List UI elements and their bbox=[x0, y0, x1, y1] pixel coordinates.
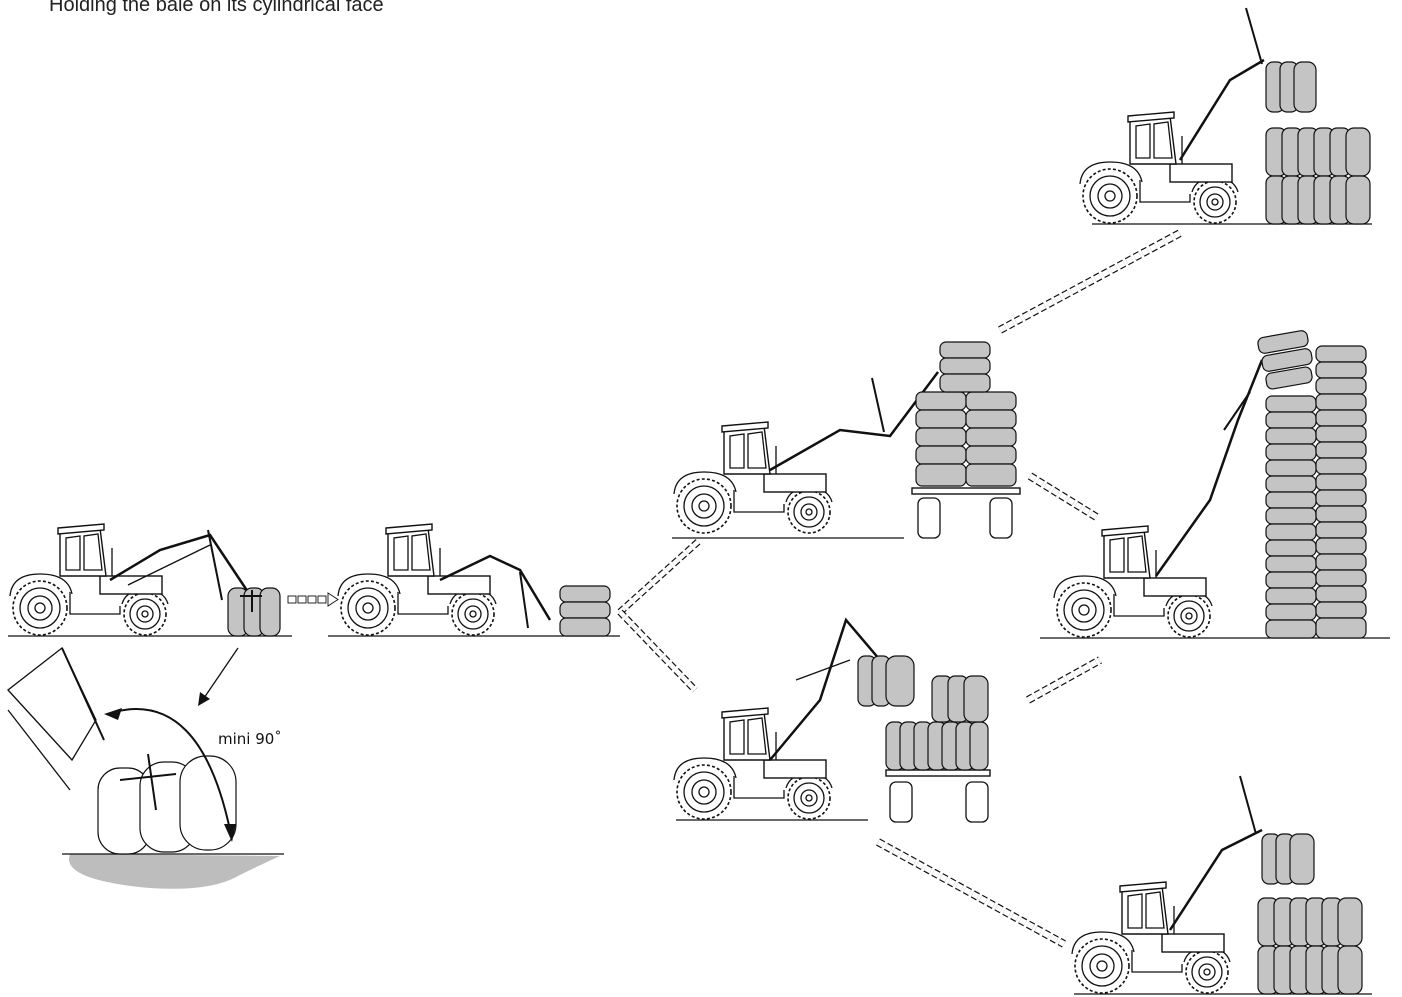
arrow-to-detail bbox=[198, 647, 239, 706]
detail-view: mini 90˚ bbox=[7, 646, 284, 889]
arrow-to-transport bbox=[287, 592, 339, 607]
scene-stack-top bbox=[1079, 7, 1372, 225]
scene-trailer-high bbox=[672, 341, 1021, 539]
arrows-right bbox=[876, 228, 1184, 948]
arrow-branch bbox=[617, 537, 703, 693]
scene-pickup bbox=[8, 523, 292, 637]
scene-trailer-low bbox=[673, 617, 991, 823]
diagram-title: Holding the bale on its cylindrical face bbox=[49, 0, 384, 16]
scene-stack-bottom bbox=[1071, 775, 1372, 995]
scene-stack-tall bbox=[1040, 330, 1390, 639]
angle-label: mini 90˚ bbox=[218, 730, 282, 748]
ground-shadow bbox=[69, 854, 280, 889]
scene-transport bbox=[328, 523, 620, 637]
